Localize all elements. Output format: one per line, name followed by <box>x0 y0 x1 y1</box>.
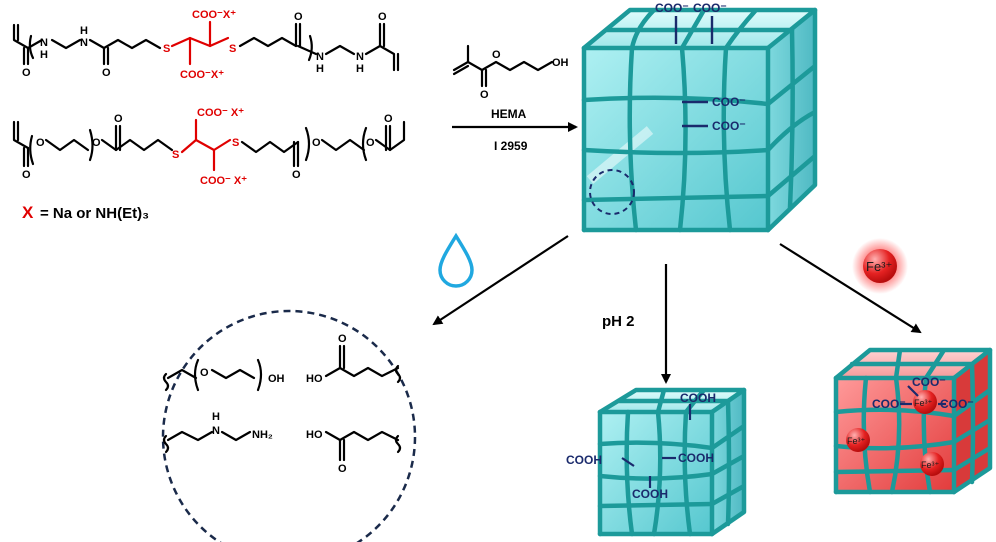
iron-ion-icon <box>863 249 897 283</box>
degradation-products: O OH HO O H N NH₂ HO O <box>161 309 417 542</box>
amide-h-2: H <box>80 25 88 37</box>
carbonyl-o-3: O <box>294 11 303 23</box>
acid-gel-cooh-1: COOH <box>680 391 716 405</box>
iron-gel-ion-1 <box>913 390 937 414</box>
iron-gel-carboxylate-2: COO⁻ <box>872 397 906 411</box>
hema-carbonyl-o: O <box>480 89 489 101</box>
iron-gel-carboxylate-3: COO⁻ <box>940 397 974 411</box>
amide-h-4: H <box>356 63 364 75</box>
amide-h-3: H <box>316 63 324 75</box>
gel-top-carboxylate-1: COO⁻ <box>655 1 689 15</box>
ester-carboxylate-top: COO⁻ X⁺ <box>197 107 244 119</box>
acid-gel-cooh-2: COOH <box>566 453 602 467</box>
amide-n-1: N <box>40 37 48 49</box>
iron-gel-ions: Fe³⁺ Fe³⁺ Fe³⁺ <box>846 390 944 476</box>
ester-carbonyl-o-3: O <box>292 169 301 181</box>
hema-label: HEMA <box>491 107 527 121</box>
ester-thioether-s-2: S <box>232 137 239 149</box>
amide-n-3: N <box>316 51 324 63</box>
amide-crosslinker-structure: O N H H N O S COO⁻X⁺ COO⁻X⁺ S O N H N H … <box>12 9 400 81</box>
thioether-s-2: S <box>229 43 236 55</box>
ester-crosslinker-structure: O O O O S COO⁻ X⁺ COO⁻ X⁺ S O O O O <box>12 107 406 187</box>
peg-hydroxyl: OH <box>268 373 285 385</box>
acid-ho-1: HO <box>306 373 323 385</box>
thioether-s-1: S <box>163 43 170 55</box>
gel-top-carboxylate-2: COO⁻ <box>693 1 727 15</box>
hydrogel-cube <box>581 7 818 233</box>
hema-ester-o: O <box>492 49 501 61</box>
iron-crosslinked-gel-cube <box>833 347 993 495</box>
amide-n-2: N <box>80 37 88 49</box>
ester-carbonyl-o-2: O <box>114 113 123 125</box>
acid-carbonyl-o-1: O <box>338 333 347 345</box>
ester-o-3: O <box>312 137 321 149</box>
hema-structure: O O OH <box>452 44 569 101</box>
iron-gel-ion-label-2: Fe³⁺ <box>847 436 866 446</box>
iron-gel-ion-2 <box>846 428 870 452</box>
iron-arrow <box>779 243 922 334</box>
ester-o-4: O <box>366 137 375 149</box>
iron-gel-ion-3 <box>920 452 944 476</box>
x-definition: = Na or NH(Et)₃ <box>40 205 149 222</box>
ester-thioether-s-1: S <box>172 149 179 161</box>
acid-gel-cooh-3: COOH <box>678 451 714 465</box>
magnified-region-marker <box>589 169 635 215</box>
gel-side-carboxylate-2: COO⁻ <box>712 119 746 133</box>
iron-gel-ion-label-1: Fe³⁺ <box>914 398 933 408</box>
carbonyl-o-2: O <box>102 67 111 79</box>
ester-carbonyl-o-4: O <box>384 113 393 125</box>
degradation-arrow <box>432 235 569 326</box>
protonated-gel-cube <box>597 387 747 537</box>
acid-carbonyl-o-2: O <box>338 463 347 475</box>
ester-carbonyl-o-1: O <box>22 169 31 181</box>
ester-o-1: O <box>36 137 45 149</box>
ester-o-2: O <box>92 137 101 149</box>
carbonyl-o-4: O <box>378 11 387 23</box>
carboxylate-top: COO⁻X⁺ <box>192 9 236 21</box>
ester-carboxylate-bottom: COO⁻ X⁺ <box>200 175 247 187</box>
amine-n: N <box>212 425 220 437</box>
peg-o: O <box>200 367 209 379</box>
iron-ion-label: Fe³⁺ <box>866 259 892 274</box>
carbonyl-o-1: O <box>22 67 31 79</box>
amide-h-1: H <box>40 49 48 61</box>
iron-gel-ion-label-3: Fe³⁺ <box>921 460 940 470</box>
acid-gel-cooh-4: COOH <box>632 487 668 501</box>
gel-side-carboxylate-1: COO⁻ <box>712 95 746 109</box>
initiator-label: I 2959 <box>494 139 528 153</box>
x-symbol: X <box>22 203 34 222</box>
iron-gel-carboxylate-1: COO⁻ <box>912 375 946 389</box>
hema-hydroxyl: OH <box>552 57 569 69</box>
amine-h: H <box>212 411 220 423</box>
amide-n-4: N <box>356 51 364 63</box>
acid-ho-2: HO <box>306 429 323 441</box>
amine-nh2: NH₂ <box>252 429 273 441</box>
water-droplet-icon <box>438 232 474 288</box>
carboxylate-bottom: COO⁻X⁺ <box>180 69 224 81</box>
acid-condition-label: pH 2 <box>602 313 635 330</box>
